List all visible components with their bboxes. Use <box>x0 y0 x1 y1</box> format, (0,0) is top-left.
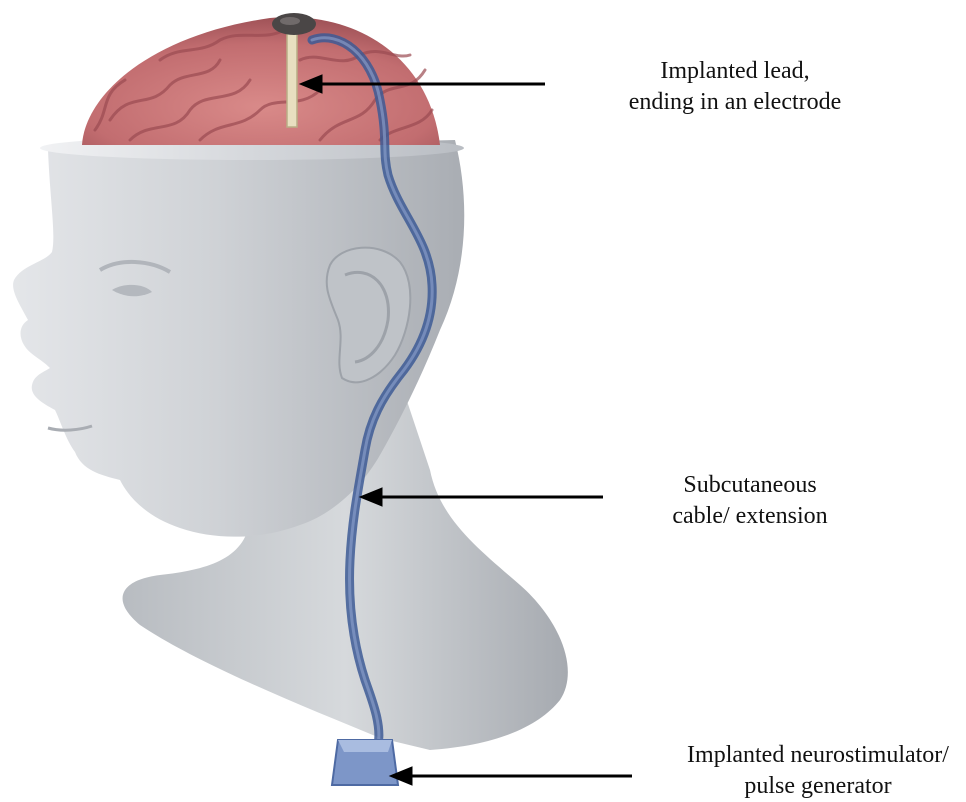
label-stim-line2: pulse generator <box>668 771 966 802</box>
electrode-icon <box>287 32 297 127</box>
label-cable-line2: cable/ extension <box>640 501 860 532</box>
label-neurostimulator: Implanted neurostimulator/ pulse generat… <box>668 740 966 802</box>
label-stim-line1: Implanted neurostimulator/ <box>668 740 966 771</box>
label-lead-line2: ending in an electrode <box>605 87 865 118</box>
pulse-generator-icon <box>332 740 398 785</box>
label-implanted-lead: Implanted lead, ending in an electrode <box>605 56 865 118</box>
label-lead-line1: Implanted lead, <box>605 56 865 87</box>
label-cable-line1: Subcutaneous <box>640 470 860 501</box>
label-subcutaneous-cable: Subcutaneous cable/ extension <box>640 470 860 532</box>
